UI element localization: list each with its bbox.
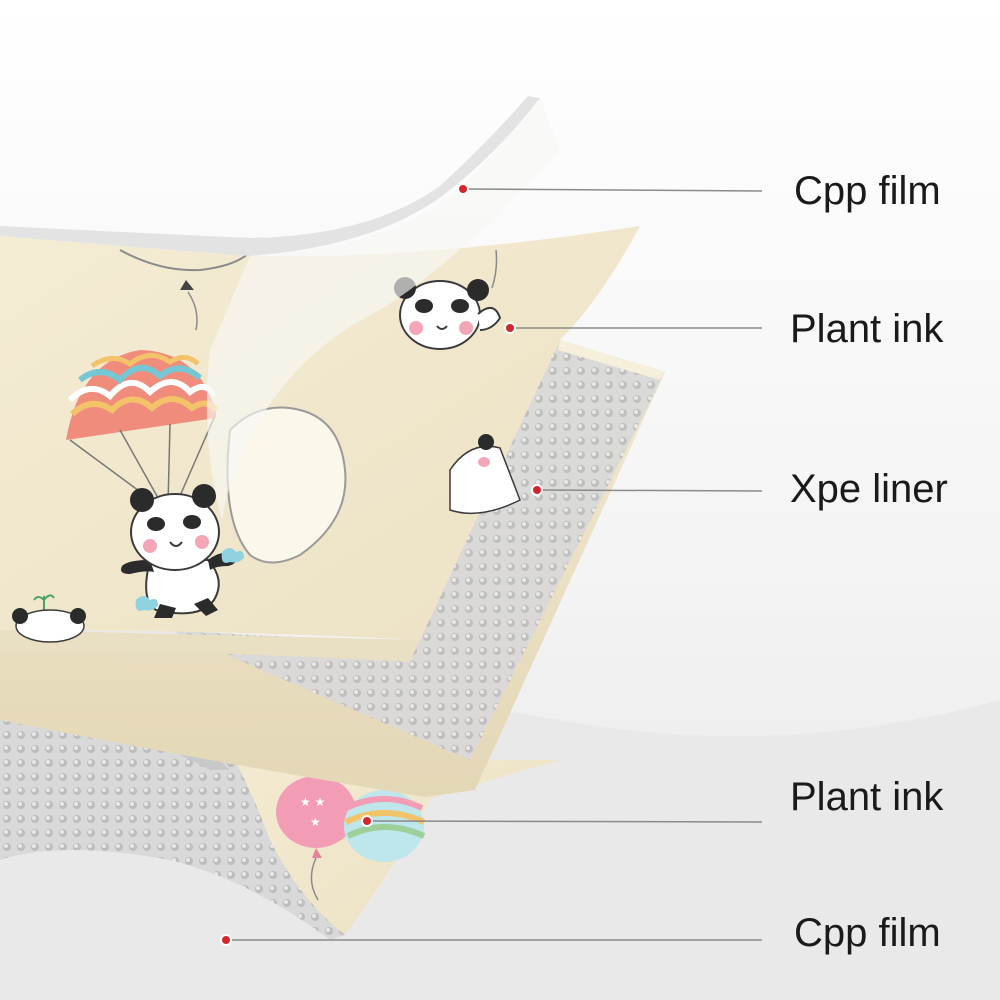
leader-dot-cpp-film-top — [459, 185, 467, 193]
leader-line-plant-ink-bottom — [366, 820, 763, 823]
leader-dot-plant-ink-bottom — [363, 817, 371, 825]
balloon-icon: ★ ★ ★ — [276, 776, 356, 901]
top-cpp-film — [0, 96, 540, 256]
cloud-icon — [135, 596, 158, 611]
panda-icon — [12, 608, 86, 643]
label-plant-ink-top: Plant ink — [790, 307, 944, 351]
bottom-foam-sheet — [0, 676, 345, 940]
balloon-string — [187, 291, 198, 331]
label-cpp-film-bottom: Cpp film — [794, 911, 941, 955]
balloon-icon — [226, 406, 347, 564]
label-xpe-liner: Xpe liner — [790, 467, 948, 511]
sprout-icon — [33, 594, 55, 610]
svg-text:★ ★: ★ ★ — [300, 795, 325, 809]
leader-line-xpe-liner — [536, 489, 763, 492]
label-plant-ink-bottom: Plant ink — [790, 775, 944, 819]
leader-dot-plant-ink-top — [506, 324, 514, 332]
leader-dot-xpe-liner — [533, 486, 541, 494]
balloon-string — [119, 249, 251, 272]
panda-icon — [449, 434, 521, 515]
parachute-icon — [66, 350, 219, 506]
xpe-liner-top-edge — [558, 340, 665, 380]
balloon-knot — [180, 280, 194, 290]
top-cpp-film-sheen — [206, 98, 560, 520]
leader-dot-cpp-film-bottom — [222, 936, 230, 944]
balloon-icon — [344, 790, 426, 862]
svg-text:★: ★ — [310, 815, 321, 829]
cloud-icon — [221, 548, 244, 563]
leader-line-cpp-film-top — [462, 188, 763, 192]
label-cpp-film-top: Cpp film — [794, 169, 941, 213]
leader-lines — [220, 183, 763, 946]
top-print-edge — [0, 630, 420, 662]
panda-icon — [121, 484, 237, 618]
